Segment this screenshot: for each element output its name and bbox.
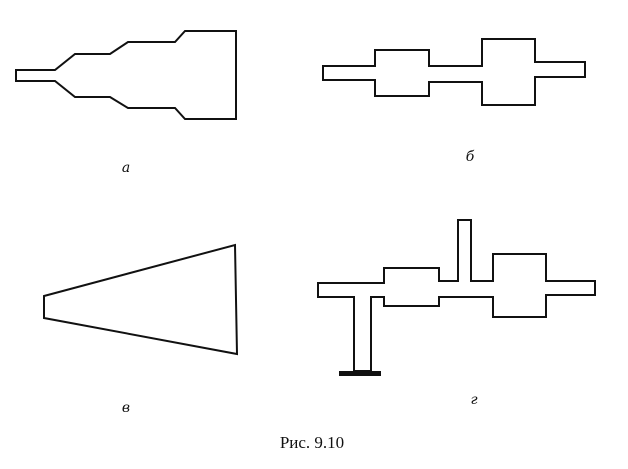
figure-caption: Рис. 9.10 [280,433,344,452]
diagram-a: а [15,30,237,176]
diagram-g: г [317,219,596,408]
diagram-b: б [322,38,586,165]
stepped-taper-outline [15,30,237,120]
stepped-line-outline [322,38,586,106]
ground-plate [339,371,381,376]
label-b: б [466,149,475,165]
label-a: а [122,160,130,176]
diagram-v: в [43,243,239,416]
taper-trapezoid-outline [43,243,239,356]
stepped-line-with-stubs-outline [317,219,596,372]
label-g: г [470,392,477,408]
label-v: в [122,400,130,416]
